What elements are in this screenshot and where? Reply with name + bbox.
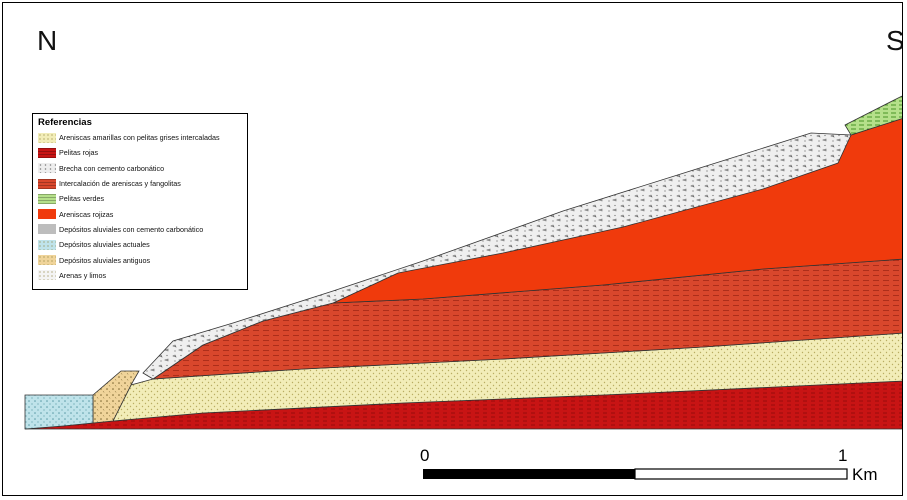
legend-swatch [38,147,56,158]
scale-end-label: 1 [838,446,848,465]
legend-item: Depósitos aluviales con cemento carbonát… [36,222,244,237]
legend-swatch [38,255,56,266]
legend-item-label: Areniscas amarillas con pelitas grises i… [59,133,220,143]
legend-item-label: Depósitos aluviales actuales [59,240,150,250]
legend-item: Pelitas rojas [36,145,244,160]
legend-item: Depósitos aluviales actuales [36,237,244,252]
legend-items: Areniscas amarillas con pelitas grises i… [36,130,244,283]
legend-swatch [38,270,56,281]
south-label: S [886,25,903,56]
legend-swatch [38,132,56,143]
legend-swatch [38,163,56,174]
legend-item: Areniscas amarillas con pelitas grises i… [36,130,244,145]
legend-item: Areniscas rojizas [36,206,244,221]
geologic-cross-section [3,95,902,495]
legend-item-label: Pelitas verdes [59,194,105,204]
legend-swatch [38,209,56,220]
unit-pelitas-verdes [844,95,902,136]
unit-depositos-actuales [24,394,94,430]
legend-item-label: Areniscas rojizas [59,209,114,219]
legend-swatch [38,178,56,189]
legend-swatch [38,224,56,235]
legend-item: Pelitas verdes [36,191,244,206]
legend-item-label: Intercalación de areniscas y fangolitas [59,179,181,189]
unit-lower-white-fill [3,429,902,495]
north-label: N [37,25,58,56]
legend-title: Referencias [38,117,92,128]
legend-item-label: Pelitas rojas [59,148,99,158]
legend-item: Brecha con cemento carbonático [36,161,244,176]
legend-item-label: Brecha con cemento carbonático [59,163,165,173]
scale-bar [423,468,848,480]
legend: Referencias Areniscas amarillas con peli… [32,113,248,290]
scale-start-label: 0 [420,446,430,465]
unit-brecha [142,132,852,380]
legend-swatch [38,239,56,250]
legend-item: Depósitos aluviales antiguos [36,252,244,267]
legend-swatch [38,193,56,204]
legend-item-label: Depósitos aluviales antiguos [59,255,151,265]
legend-item: Arenas y limos [36,268,244,283]
scale-unit-label: Km [852,465,878,484]
legend-item-label: Arenas y limos [59,270,107,280]
legend-item-label: Depósitos aluviales con cemento carbonát… [59,224,204,234]
legend-item: Intercalación de areniscas y fangolitas [36,176,244,191]
